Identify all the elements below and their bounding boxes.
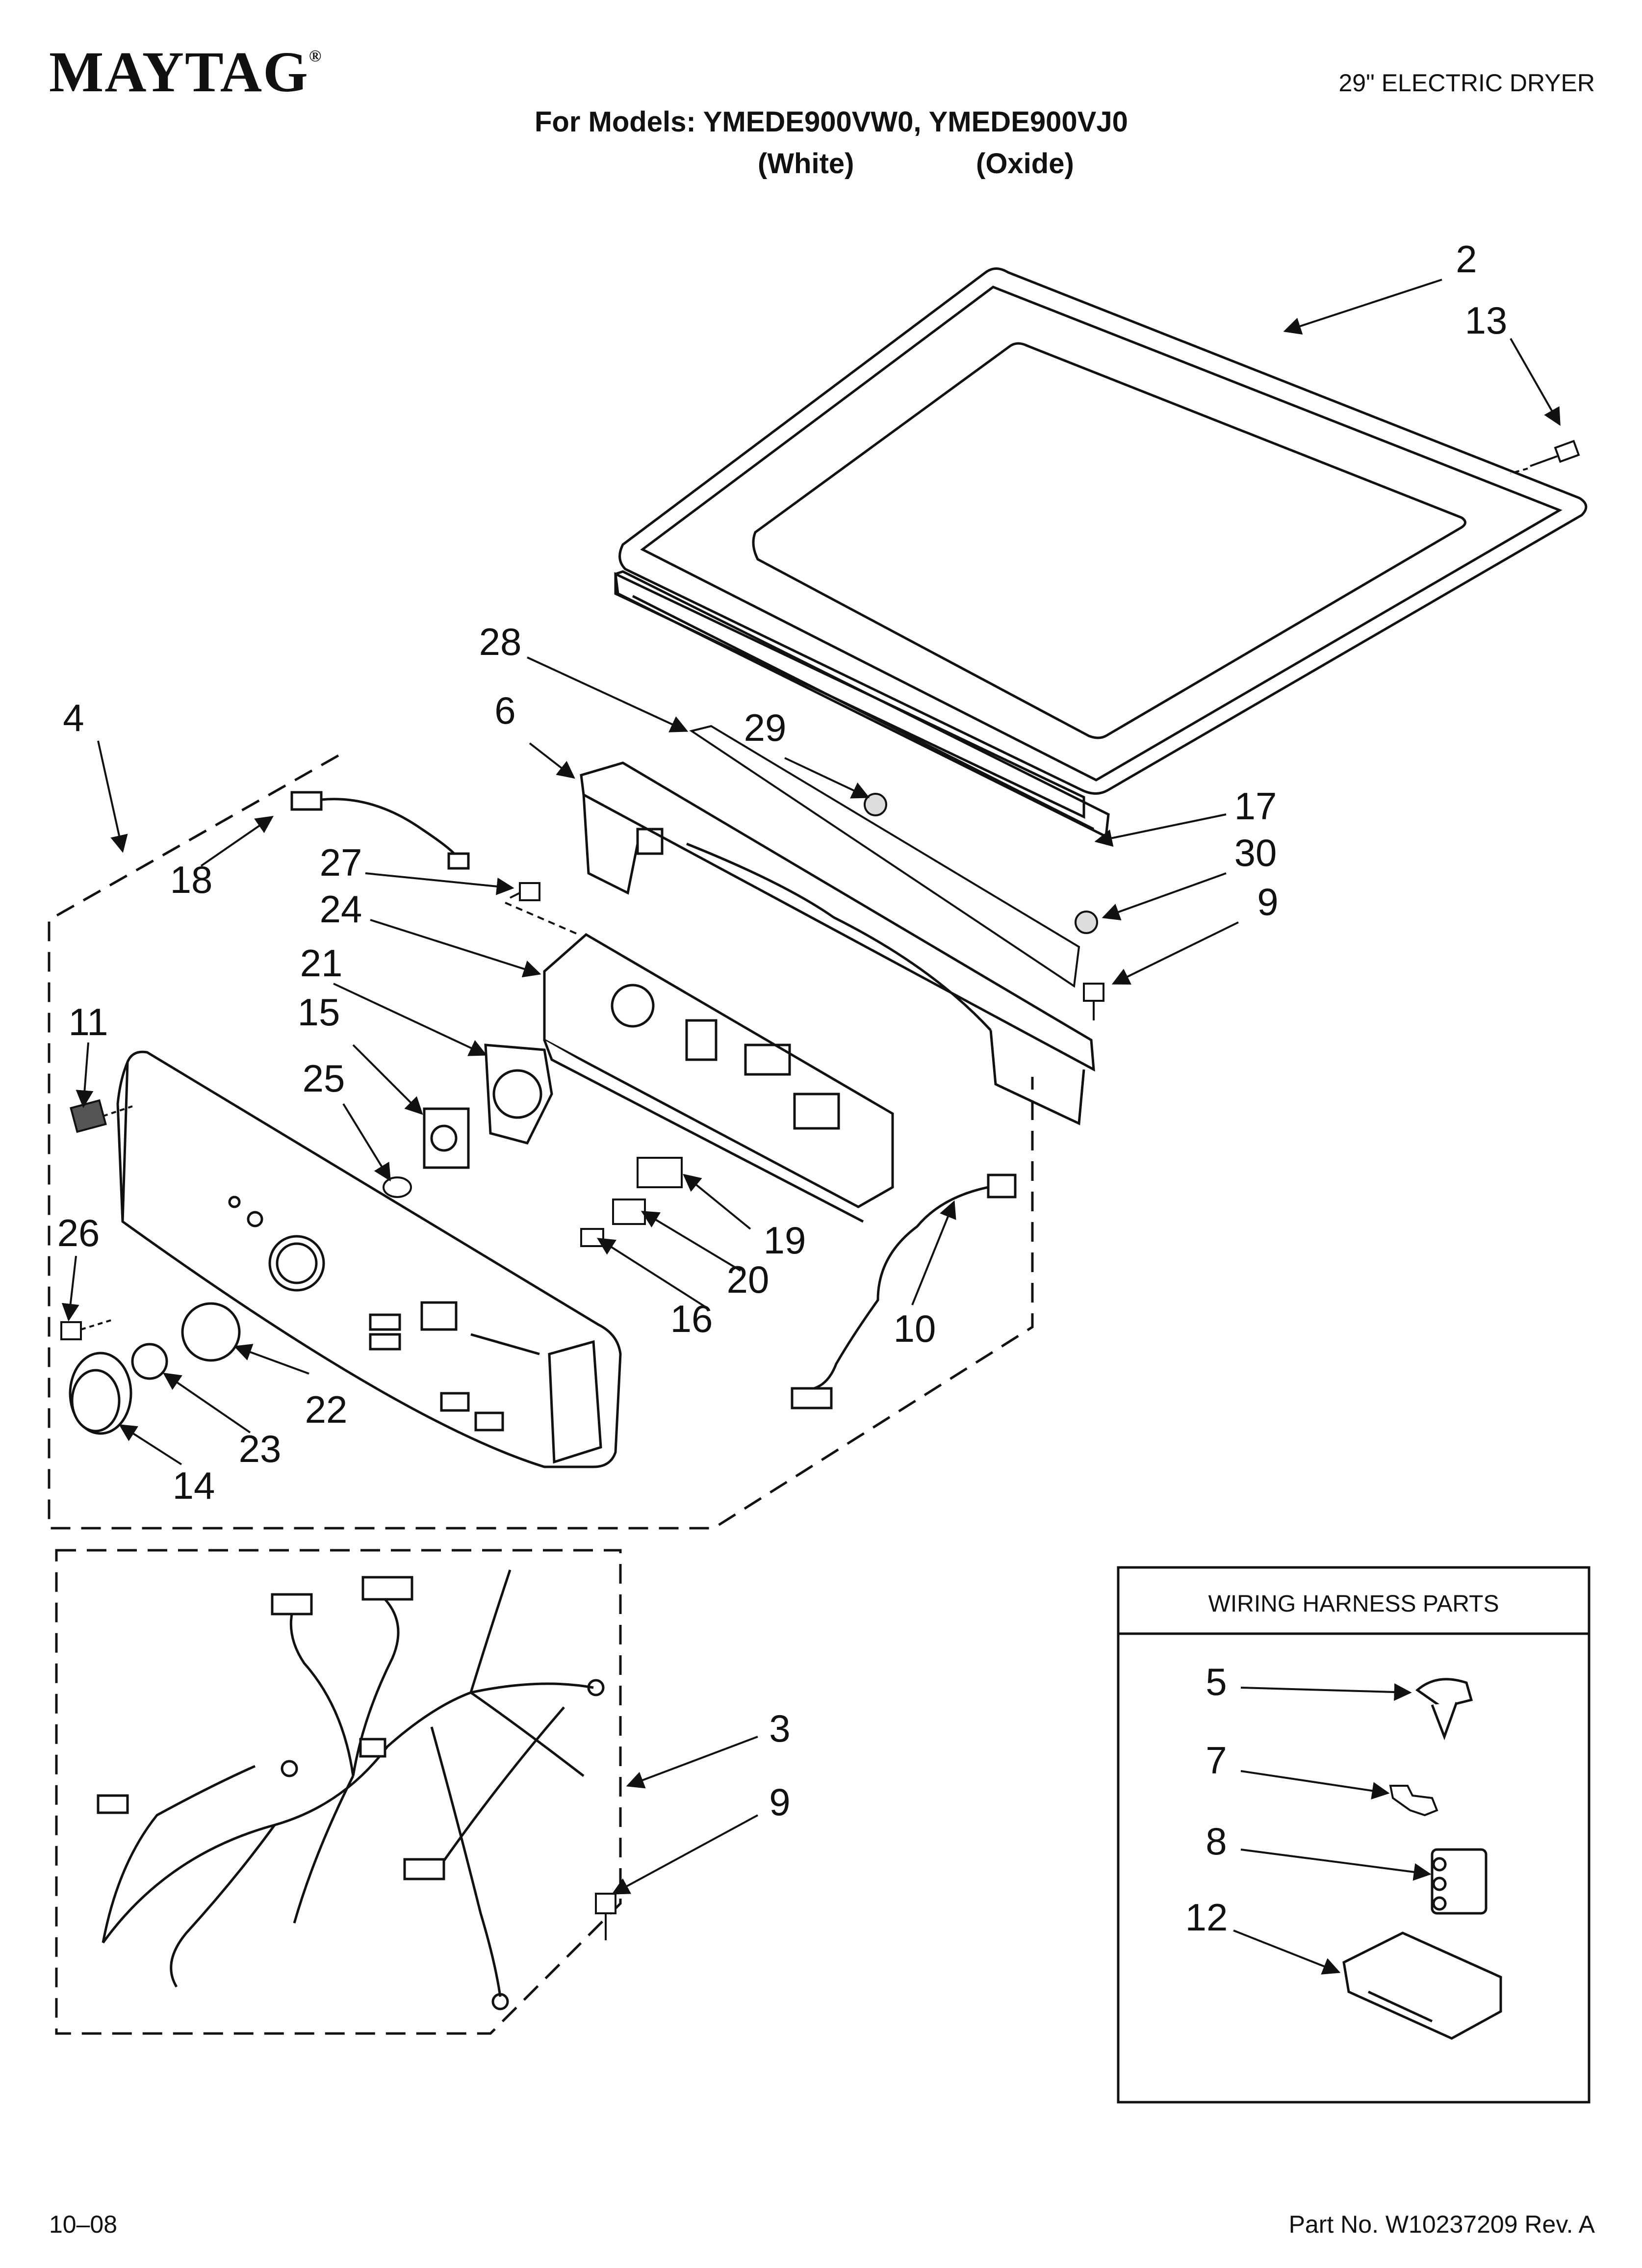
harness-box-title: WIRING HARNESS PARTS <box>1208 1591 1499 1617</box>
callout-11: 11 <box>69 1000 108 1043</box>
callout-28: 28 <box>479 620 522 663</box>
callout-14: 14 <box>173 1464 215 1507</box>
callout-21: 21 <box>300 941 343 985</box>
date-code: 10–08 <box>49 2211 118 2238</box>
part-number: Part No. W10237209 Rev. A <box>1288 2211 1595 2238</box>
indicator-11 <box>70 1099 107 1133</box>
callout-24: 24 <box>320 887 362 931</box>
encoder-15 <box>423 1107 470 1169</box>
control-board-24 <box>543 933 894 1223</box>
screw-27 <box>505 882 579 936</box>
callout-26: 26 <box>57 1211 100 1254</box>
callout-15: 15 <box>298 991 340 1034</box>
product-title: 29" ELECTRIC DRYER <box>1338 69 1595 97</box>
callout-3: 3 <box>769 1707 790 1750</box>
callout-5: 5 <box>1206 1660 1227 1703</box>
callout-18: 18 <box>170 858 213 901</box>
harness-3 <box>97 1569 605 2010</box>
brand-logo: MAYTAG® <box>49 43 322 101</box>
ring-22 <box>181 1302 241 1362</box>
connector-8 <box>1431 1848 1488 1915</box>
console-bracket <box>580 761 1095 1125</box>
callout-25: 25 <box>303 1057 345 1100</box>
callout-2: 2 <box>1456 237 1477 281</box>
insulation-panel <box>689 725 1080 988</box>
callout-7: 7 <box>1206 1739 1227 1782</box>
harness-parts-box <box>1117 1566 1591 2104</box>
callout-9-console: 9 <box>1257 880 1278 923</box>
harness-3-outline <box>55 1549 622 2035</box>
callout-6: 6 <box>494 689 515 732</box>
callout-20: 20 <box>727 1258 770 1301</box>
variant-oxide: (Oxide) <box>976 148 1074 180</box>
connector-12 <box>1342 1931 1502 2040</box>
callout-13: 13 <box>1465 299 1508 342</box>
callout-22: 22 <box>305 1388 348 1431</box>
callout-12: 12 <box>1185 1896 1228 1939</box>
callout-17: 17 <box>1234 784 1277 828</box>
encoder-mount-21 <box>484 1043 553 1145</box>
callout-10: 10 <box>894 1307 936 1350</box>
screw-13 <box>1510 440 1580 474</box>
clip-5 <box>1415 1678 1473 1741</box>
callout-4: 4 <box>63 696 84 739</box>
console-panel <box>116 1050 622 1468</box>
clip-29 <box>864 793 887 816</box>
screw-26 <box>60 1319 113 1340</box>
harness-10 <box>791 1173 1017 1409</box>
callout-30: 30 <box>1234 831 1277 874</box>
brand-name: MAYTAG <box>49 40 309 104</box>
callout-27: 27 <box>320 841 362 884</box>
assembly-4-outline <box>48 754 1034 1530</box>
clip-30 <box>1075 911 1098 934</box>
button-25 <box>383 1176 412 1198</box>
hub-23 <box>131 1343 168 1380</box>
terminal-7 <box>1389 1785 1438 1817</box>
switches-19-20-16 <box>580 1157 683 1247</box>
models-line: For Models: YMEDE900VW0, YMEDE900VJ0 <box>535 106 1128 138</box>
registered-mark: ® <box>308 47 323 65</box>
callout-19: 19 <box>764 1219 806 1262</box>
leader-lines <box>61 279 1561 1975</box>
knob-14 <box>69 1352 132 1435</box>
callout-8: 8 <box>1206 1820 1227 1863</box>
front-strip <box>614 570 1110 838</box>
callout-29: 29 <box>744 706 787 749</box>
callout-23: 23 <box>239 1427 282 1470</box>
variant-white: (White) <box>758 148 854 180</box>
screw-9-console <box>1083 983 1104 1020</box>
screw-9-harness <box>595 1893 616 1940</box>
callout-16: 16 <box>670 1297 713 1340</box>
callout-9-harness: 9 <box>769 1780 790 1824</box>
harness-18 <box>290 791 470 870</box>
